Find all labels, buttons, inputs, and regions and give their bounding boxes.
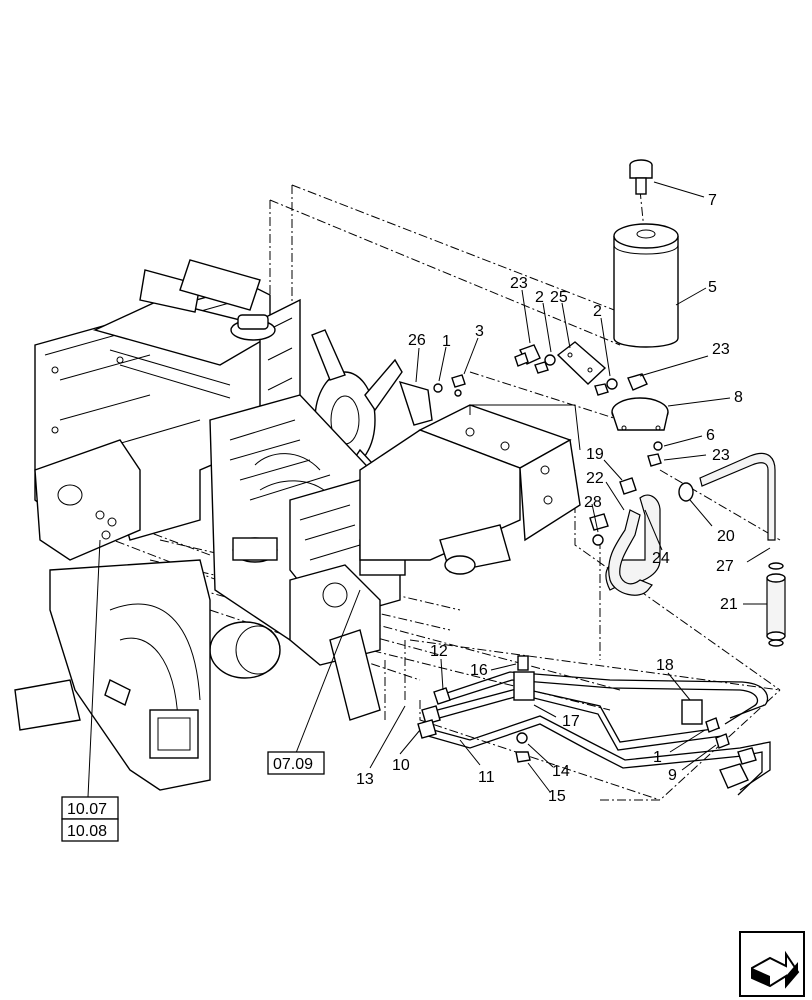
- callout-2: 2: [593, 303, 602, 320]
- callout-25: 25: [550, 289, 568, 306]
- callout-28: 28: [584, 494, 602, 511]
- callout-23: 23: [712, 447, 730, 464]
- callout-9: 9: [668, 767, 677, 784]
- leader-lines: [87, 181, 771, 798]
- callout-1: 1: [442, 333, 451, 350]
- callout-labels: 7 5 23 2 25 2 23 26 1 3 8 6 23 19 22 28 …: [356, 192, 743, 805]
- reservoir-bracket: [611, 397, 669, 431]
- reference-box-1008[interactable]: 10.08: [61, 818, 119, 842]
- callout-5: 5: [708, 279, 717, 296]
- reference-1008-label: 10.08: [67, 823, 107, 840]
- callout-8: 8: [734, 389, 743, 406]
- next-page-arrow-icon[interactable]: [739, 931, 805, 997]
- mounting-plate: [556, 341, 607, 385]
- callout-27: 27: [716, 558, 734, 575]
- callout-13: 13: [356, 771, 374, 788]
- callout-6: 6: [706, 427, 715, 444]
- callout-23: 23: [712, 341, 730, 358]
- callout-15: 15: [548, 788, 566, 805]
- callout-3: 3: [475, 323, 484, 340]
- callout-2: 2: [535, 289, 544, 306]
- callout-22: 22: [586, 470, 604, 487]
- callout-10: 10: [392, 757, 410, 774]
- reference-box-0709[interactable]: 07.09: [267, 751, 325, 775]
- callout-16: 16: [470, 662, 488, 679]
- coolant-hoses: [589, 452, 786, 647]
- callout-24: 24: [652, 550, 670, 567]
- callout-23: 23: [510, 275, 528, 292]
- callout-11: 11: [478, 769, 495, 786]
- callout-12: 12: [430, 643, 448, 660]
- callout-20: 20: [717, 528, 735, 545]
- chassis-frame: [359, 404, 581, 575]
- callout-7: 7: [708, 192, 717, 209]
- reference-box-1007[interactable]: 10.07: [61, 796, 119, 820]
- callout-1: 1: [653, 749, 662, 766]
- callout-17: 17: [562, 713, 580, 730]
- reference-1007-label: 10.07: [67, 801, 107, 818]
- reference-0709-label: 07.09: [273, 756, 313, 773]
- engine-assembly: [14, 259, 406, 791]
- callout-21: 21: [720, 596, 738, 613]
- reservoir-cap: [629, 159, 653, 195]
- callout-14: 14: [552, 763, 570, 780]
- hydraulic-tubes: [417, 655, 771, 796]
- callout-19: 19: [586, 446, 604, 463]
- coolant-reservoir-parts: [398, 159, 679, 467]
- coolant-reservoir: [613, 223, 679, 348]
- callout-18: 18: [656, 657, 674, 674]
- callout-26: 26: [408, 332, 426, 349]
